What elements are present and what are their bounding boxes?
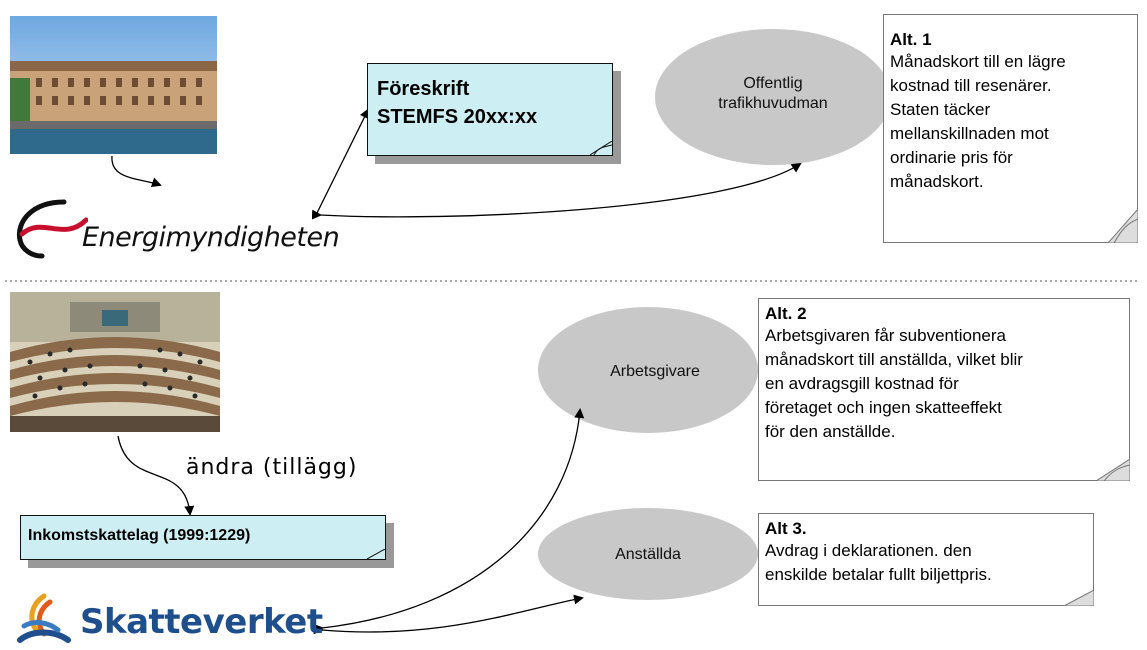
page-curl-icon bbox=[1064, 590, 1094, 606]
alt1-line: mellanskillnaden mot bbox=[890, 124, 1049, 143]
alt1-title: Alt. 1 bbox=[890, 30, 932, 49]
andra-tillagg-label: ändra (tillägg) bbox=[186, 455, 358, 480]
alt2-line: en avdragsgill kostnad för bbox=[765, 374, 959, 393]
foreskrift-line1: Föreskrift bbox=[377, 78, 470, 100]
ellipse-offentlig-trafikhuvudman bbox=[655, 29, 891, 165]
alt3-title: Alt 3. bbox=[765, 519, 807, 538]
alt1-line: kostnad till resenärer. bbox=[890, 76, 1052, 95]
riksdag-chamber-photo bbox=[10, 292, 220, 432]
alt1-line: ordinarie pris för bbox=[890, 148, 1013, 167]
ellipse-anstallda bbox=[538, 508, 758, 600]
skatteverket-logo-text: Skatteverket bbox=[80, 602, 323, 642]
inkomstskattelag-label: Inkomstskattelag (1999:1229) bbox=[28, 527, 251, 544]
alt2-title: Alt. 2 bbox=[765, 304, 807, 323]
alt2-line: månadskort till anställda, vilket blir bbox=[765, 350, 1023, 369]
alt1-line: Staten täcker bbox=[890, 100, 991, 119]
page-curl-icon bbox=[590, 141, 612, 155]
page-curl-icon bbox=[1096, 459, 1130, 481]
alt2-line: företaget och ingen skatteeffekt bbox=[765, 398, 1002, 417]
arrow-energi-to-foreskrift bbox=[316, 108, 369, 214]
arrow-energi-offentlig bbox=[311, 162, 802, 220]
arrow-riksdag-to-inkomstskattelag bbox=[117, 435, 195, 516]
energimyndigheten-logo: Energimyndigheten bbox=[12, 196, 340, 260]
foreskrift-line2: STEMFS 20xx:xx bbox=[377, 106, 538, 128]
ellipse-label-line2: trafikhuvudman bbox=[718, 95, 828, 112]
page-curl-icon bbox=[1108, 209, 1138, 243]
ellipse-arbetsgivare bbox=[538, 307, 758, 433]
alt3-line: Avdrag i deklarationen. den bbox=[765, 541, 972, 560]
alt3-line: enskilde betalar fullt biljettpris. bbox=[765, 565, 992, 584]
alt2-line: Arbetsgivaren får subventionera bbox=[765, 326, 1006, 345]
alt2-line: för den anställde. bbox=[765, 422, 896, 441]
alt1-line: månadskort. bbox=[890, 172, 984, 191]
alt3-note: Alt 3. Avdrag i deklarationen. den enski… bbox=[758, 513, 1094, 606]
arrow-photo-to-energi bbox=[111, 155, 162, 188]
page-curl-icon bbox=[367, 549, 385, 559]
inkomstskattelag-box: Inkomstskattelag (1999:1229) bbox=[20, 515, 386, 560]
energimyndigheten-logo-text: Energimyndigheten bbox=[82, 222, 340, 253]
skatteverket-logo: Skatteverket bbox=[14, 590, 324, 646]
arbetsgivare-label: Arbetsgivare bbox=[610, 363, 700, 380]
anstallda-label: Anställda bbox=[615, 546, 681, 563]
government-building-photo bbox=[10, 16, 217, 154]
ellipse-label-line1: Offentlig bbox=[743, 75, 803, 92]
skatteverket-emblem-icon bbox=[17, 593, 71, 643]
energimyndigheten-swoosh-icon bbox=[16, 199, 88, 259]
alt1-note: Alt. 1 Månadskort till en lägre kostnad … bbox=[883, 14, 1138, 243]
alt1-line: Månadskort till en lägre bbox=[890, 52, 1066, 71]
foreskrift-box: Föreskrift STEMFS 20xx:xx bbox=[367, 63, 613, 156]
alt2-note: Alt. 2 Arbetsgivaren får subventionera m… bbox=[758, 298, 1130, 481]
arrow-skatteverket-anstallda bbox=[313, 594, 584, 635]
offentlig-trafikhuvudman-label: Offentlig trafikhuvudman bbox=[680, 74, 866, 114]
